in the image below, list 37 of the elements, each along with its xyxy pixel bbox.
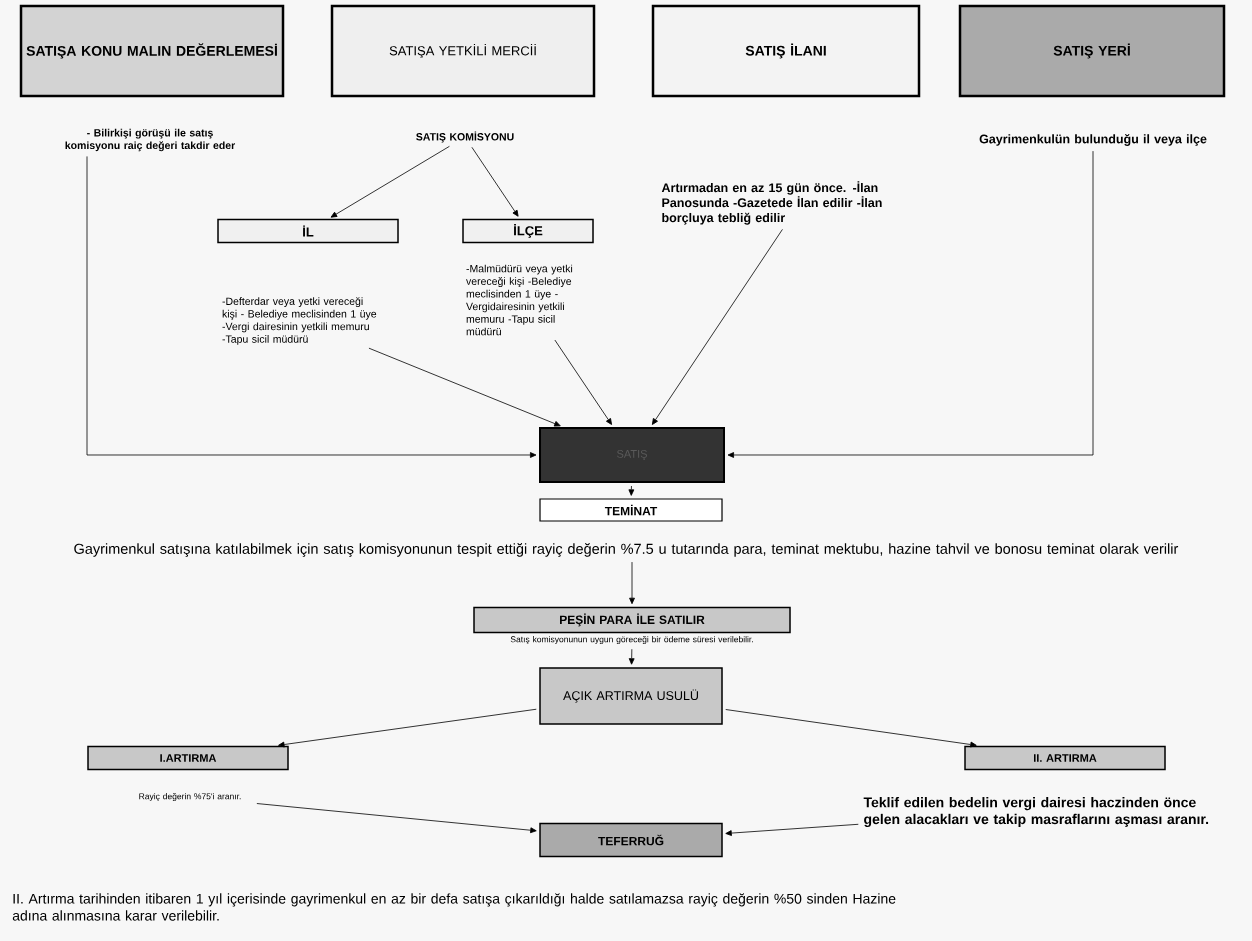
caption-text: Rayiç değerin %75'i aranır. (139, 792, 241, 802)
arrow (554, 339, 612, 425)
heading-box: SATIŞA YETKİLİ MERCİİ (330, 4, 596, 98)
process-box: İLÇE (462, 218, 594, 244)
heading-box: SATIŞ YERİ (958, 4, 1226, 98)
heading-box: SATIŞA KONU MALIN DEĞERLEMESİ (19, 4, 285, 98)
process-box: I.ARTIRMA (87, 745, 289, 771)
arrow (256, 803, 537, 834)
arrow (628, 648, 635, 665)
note-text: Gayrimenkul satışına katılabilmek için satış komisyonunun tespit ettiği rayiç değerin %7.5 u tutarında para, teminat mektubu, hazine tahvil ve bonosu teminat olarak verilir (74, 543, 1179, 557)
note-text: Teklif edilen bedelin vergi dairesi haczinden önce gelen alacakları ve takip masraflarını aşması aranır. (863, 797, 1209, 827)
arrow (330, 145, 450, 218)
note-text: -Malmüdürü veya yetki vereceği kişi -Belediye meclisinden 1 üye -Vergidairesinin yetkili memuru -Tapu sicil müdürü (466, 264, 573, 336)
process-box: II. ARTIRMA (964, 745, 1166, 771)
note-text: II. Artırma tarihinden itibaren 1 yıl içerisinde gayrimenkul en az bir defa satışa çıkarıldığı halde satılamazsa rayiç değerin %50 sinden Hazine adına alınmasına karar verilebilir. (12, 893, 896, 921)
caption-text: Satış komisyonunun uygun göreceği bir ödeme süresi verilebilir. (510, 635, 753, 645)
process-box: TEFERRUĞ (539, 822, 723, 858)
note-text: Gayrimenkulün bulunduğu il veya ilçe (979, 134, 1207, 146)
heading-box: SATIŞ İLANI (651, 4, 921, 98)
arrow (629, 561, 635, 605)
arrow (86, 156, 537, 458)
process-box: İL (217, 218, 399, 244)
arrow (651, 228, 783, 425)
arrow (471, 146, 519, 217)
note-text: Artırmadan en az 15 gün önce. -İlan Panosunda -Gazetede İlan edilir -İlan borçluya tebliğ edilir (661, 181, 882, 225)
note-text: -Defterdar veya yetki vereceği kişi - Belediye meclisinden 1 üye -Vergi dairesinin yetkili memuru -Tapu sicil müdürü (222, 297, 377, 345)
arrow (628, 485, 635, 496)
arrow (278, 708, 537, 748)
process-box: TEMİNAT (539, 498, 723, 522)
process-box: PEŞİN PARA İLE SATILIR (473, 606, 791, 634)
arrow (727, 150, 1094, 458)
note-text: SATIŞ KOMİSYONU (416, 131, 514, 143)
process-box: AÇIK ARTIRMA USULÜ (539, 667, 723, 725)
arrow (725, 709, 977, 748)
note-text: - Bilirkişi görüşü ile satış komisyonu raiç değeri takdir eder (65, 128, 236, 152)
arrow (725, 823, 859, 836)
arrow (368, 347, 561, 427)
